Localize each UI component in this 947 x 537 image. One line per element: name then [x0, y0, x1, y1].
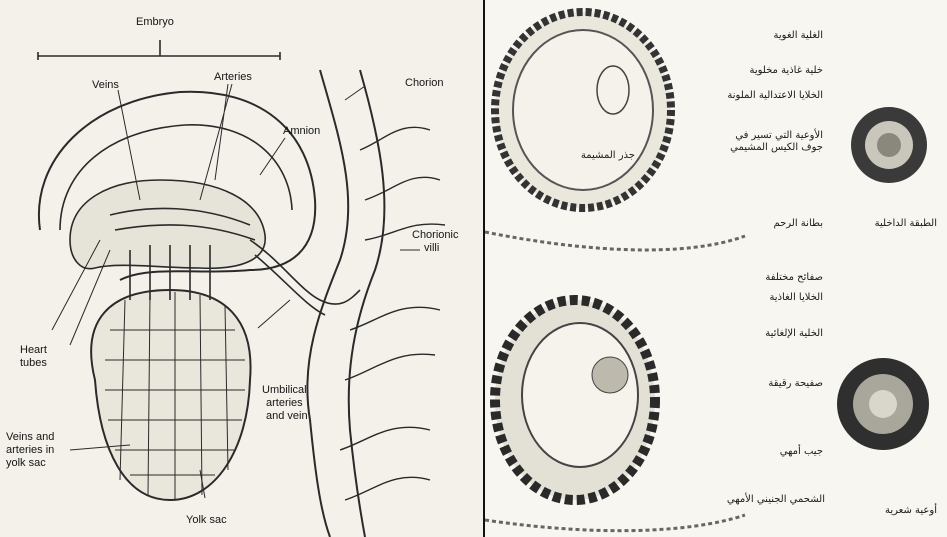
arteries-label: Arteries	[214, 72, 252, 83]
histology-panel: الغلية الغوية خلية غاذية مخلوية الخلايا …	[485, 0, 947, 537]
umbilical-label-line3: and vein	[266, 411, 308, 422]
label-t7: الطبقة الداخلية	[837, 218, 937, 230]
umbilical-label-line1: Umbilical	[262, 385, 307, 396]
label-t2: خلية غاذية مخلوية	[713, 65, 823, 77]
umbilical-label-line2: arteries	[266, 398, 303, 409]
label-b2: الخلايا الغاذية	[713, 292, 823, 304]
label-b7: أوعية شعرية	[837, 505, 937, 517]
chorionic-villi-label-line1: Chorionic	[412, 230, 458, 241]
label-b3: الخلية الإلغائية	[713, 328, 823, 340]
embryo-label: Embryo	[136, 17, 174, 28]
label-t1: الغلية الغوية	[713, 30, 823, 42]
heart-tubes-label-line1: Heart	[20, 345, 47, 356]
amnion-label: Amnion	[283, 126, 320, 137]
yolk-vessels-label-line3: yolk sac	[6, 458, 46, 469]
chorion-label: Chorion	[405, 78, 444, 89]
label-b1: صفائح مختلفة	[713, 272, 823, 284]
label-b6: الشحمي الجنيني الأمهي	[685, 494, 825, 506]
top-section-drawing	[485, 12, 927, 250]
heart-tubes-label-line2: tubes	[20, 358, 47, 369]
label-t6: بطانة الرحم	[713, 218, 823, 230]
label-t3: الخلايا الاعتدالية الملونة	[713, 90, 823, 102]
label-t5: جذر المشيمة	[545, 150, 635, 162]
label-t4: الأوعية التي تسير في جوف الكيس المشيمي	[713, 130, 823, 154]
embryo-circulation-panel: Embryo Veins Arteries Chorion Amnion Cho…	[0, 0, 485, 537]
yolk-vessels-label-line2: arteries in	[6, 445, 54, 456]
veins-label: Veins	[92, 80, 119, 91]
label-b5: جيب أمهي	[713, 446, 823, 458]
label-b4: صفيحة رقيقة	[713, 378, 823, 390]
yolk-sac-label: Yolk sac	[186, 515, 227, 526]
chorionic-villi-label-line2: villi	[424, 243, 439, 254]
yolk-vessels-label-line1: Veins and	[6, 432, 54, 443]
